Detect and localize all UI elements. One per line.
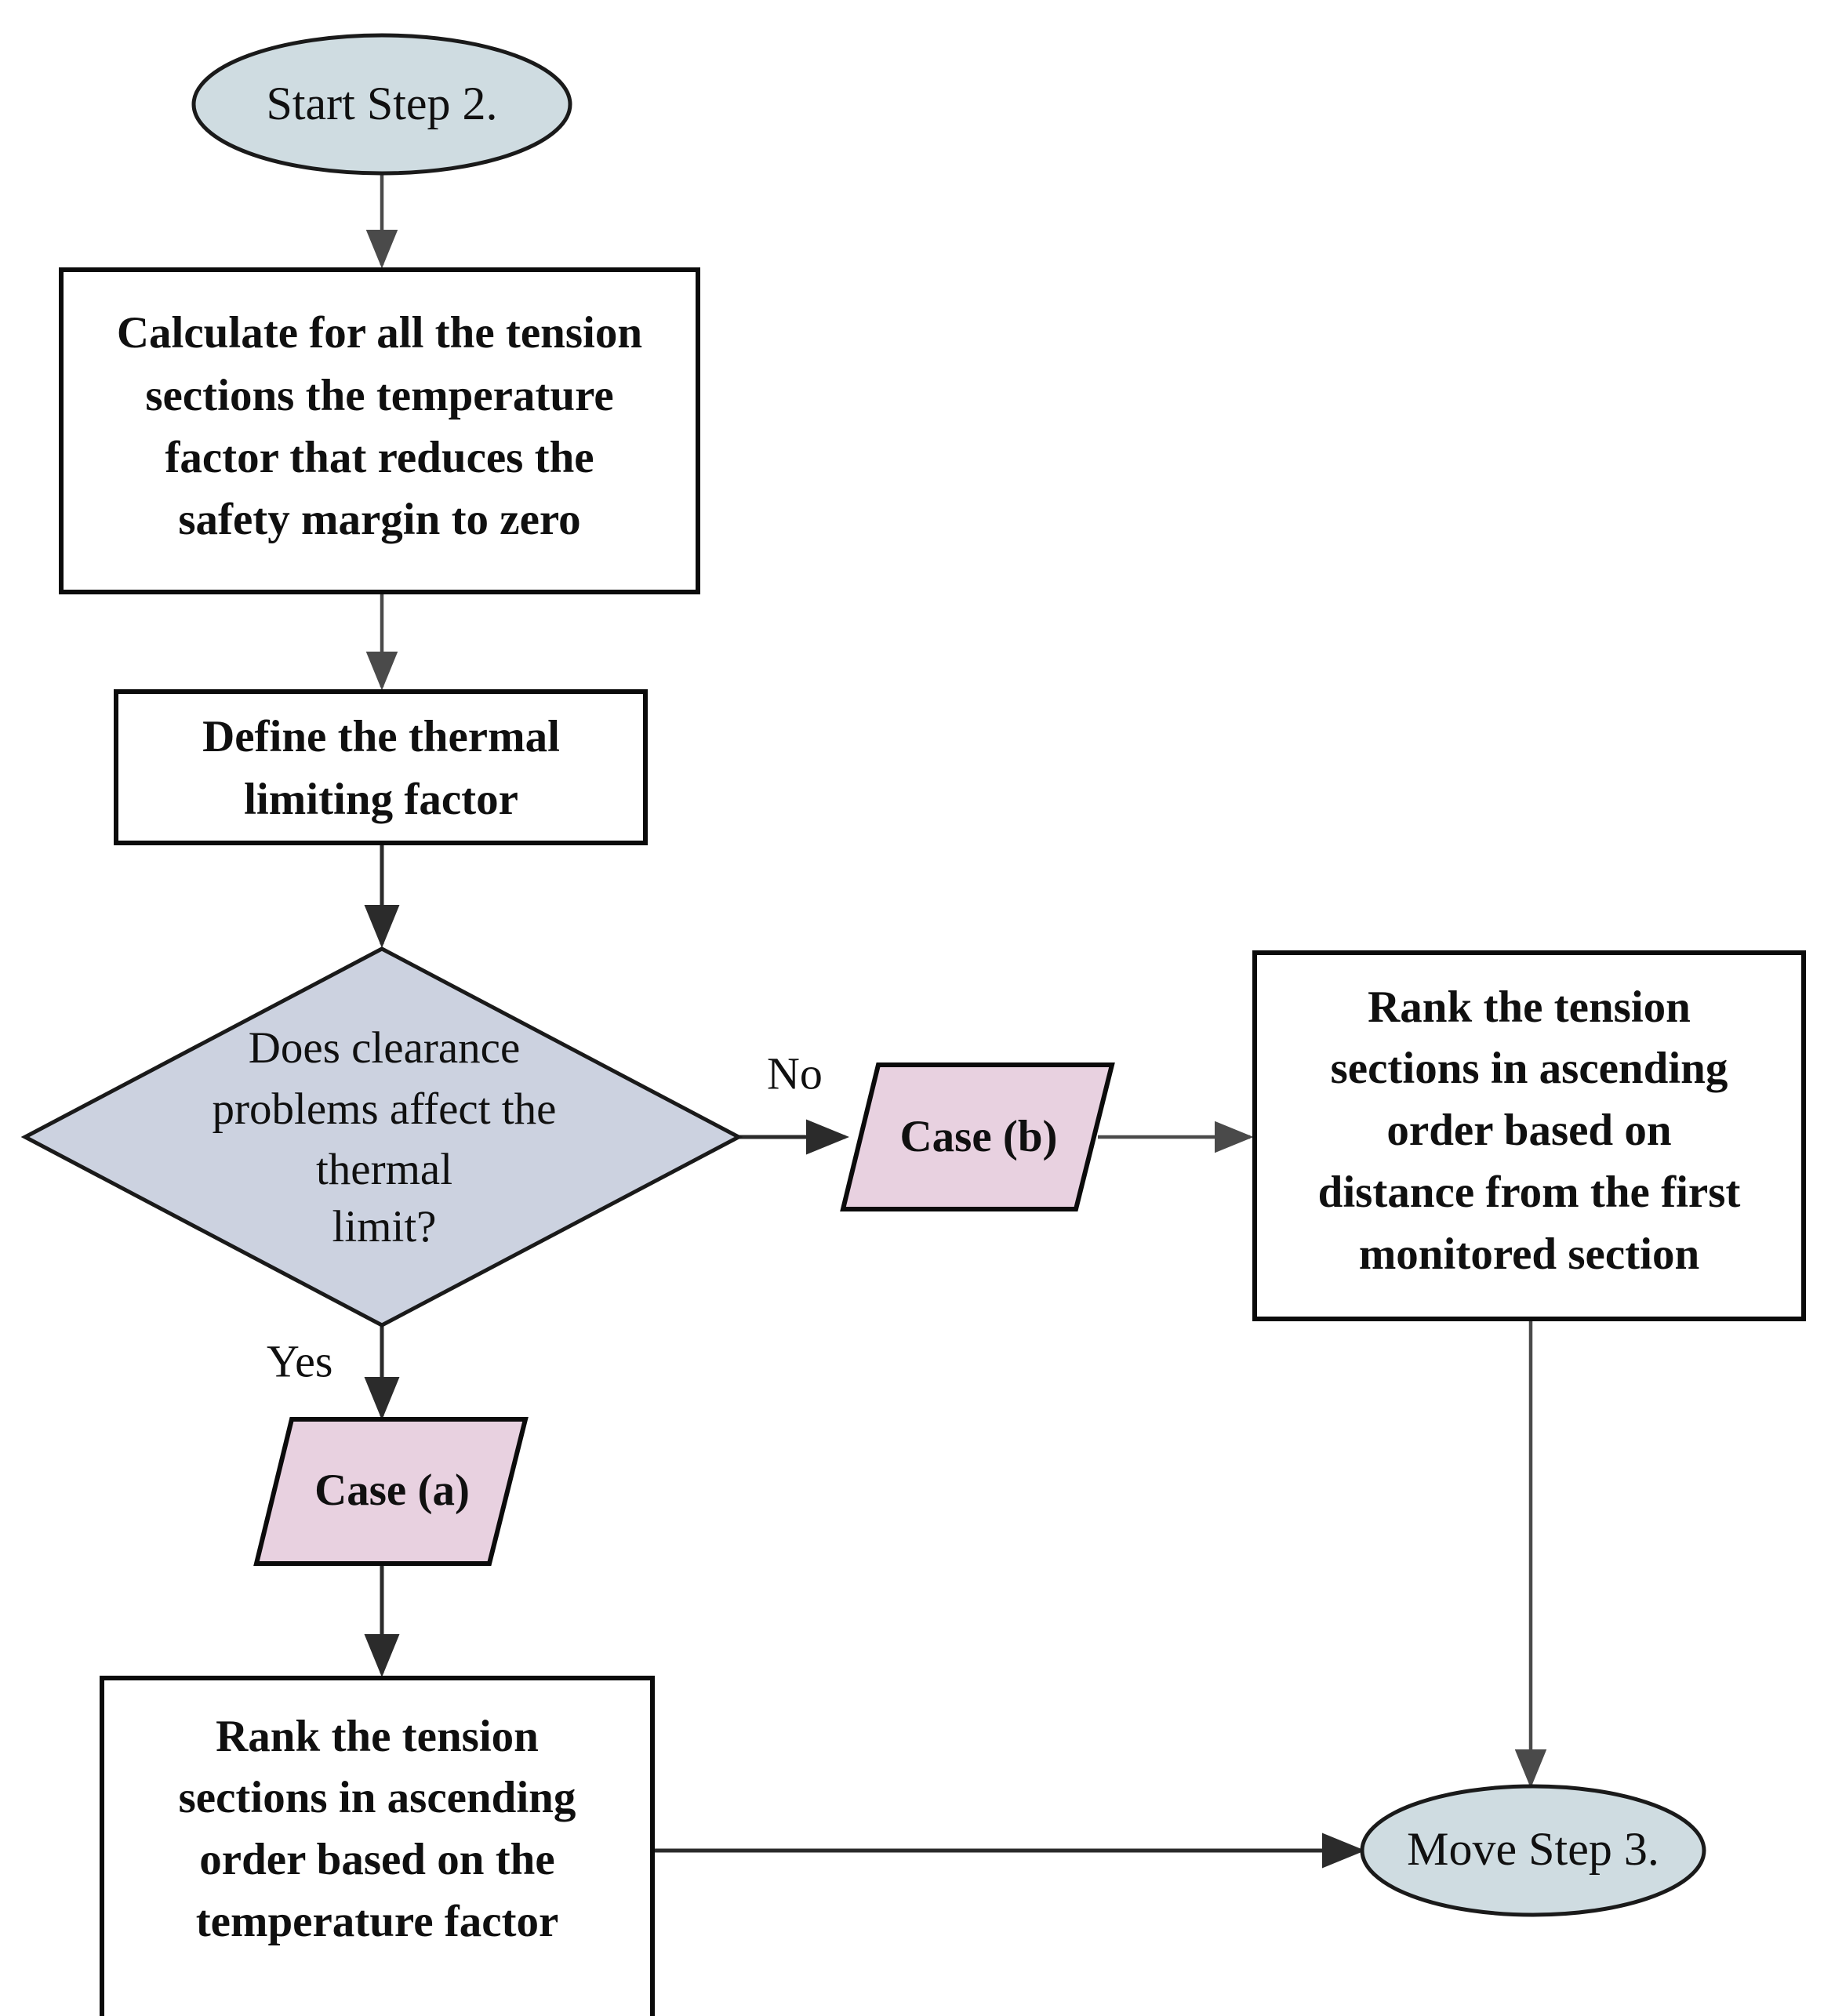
start-label: Start Step 2. <box>267 78 498 129</box>
calculate-line-3: factor that reduces the <box>165 433 594 482</box>
edge-label-yes: Yes <box>267 1335 332 1386</box>
define-line-1: Define the thermal <box>202 712 560 761</box>
rank-distance-line-2: sections in ascending <box>1331 1044 1728 1093</box>
node-define[interactable]: Define the thermal limiting factor <box>114 689 648 845</box>
node-case-a[interactable]: Case (a) <box>253 1417 529 1566</box>
define-line-2: limiting factor <box>244 775 518 824</box>
rank-temperature-line-4: temperature factor <box>196 1897 559 1946</box>
start-ellipse-shape <box>191 33 572 176</box>
node-rank-temperature[interactable]: Rank the tension sections in ascending o… <box>100 1676 655 2016</box>
rank-temperature-box-shape <box>100 1676 655 2016</box>
rank-temperature-line-2: sections in ascending <box>179 1773 576 1822</box>
node-rank-distance[interactable]: Rank the tension sections in ascending o… <box>1252 950 1806 1321</box>
decision-line-4: limit? <box>332 1202 437 1251</box>
rank-distance-line-1: Rank the tension <box>1368 983 1691 1032</box>
node-decision[interactable]: Does clearance problems affect the therm… <box>20 946 743 1328</box>
calculate-line-2: sections the temperature <box>145 371 613 420</box>
define-box-shape <box>114 689 648 845</box>
case-a-parallelogram-shape <box>253 1417 529 1566</box>
node-case-b[interactable]: Case (b) <box>840 1062 1115 1211</box>
rank-temperature-line-1: Rank the tension <box>216 1712 539 1761</box>
decision-diamond-shape <box>20 946 743 1328</box>
node-start[interactable]: Start Step 2. <box>191 33 572 176</box>
edges-layer <box>364 174 1547 1869</box>
node-calculate[interactable]: Calculate for all the tension sections t… <box>59 267 700 594</box>
decision-line-2: problems affect the <box>213 1084 557 1134</box>
case-b-label: Case (b) <box>899 1112 1057 1161</box>
rank-distance-line-3: order based on <box>1386 1106 1671 1155</box>
edge-label-no: No <box>767 1048 823 1099</box>
calculate-line-1: Calculate for all the tension <box>117 308 642 358</box>
rank-distance-line-5: monitored section <box>1359 1230 1699 1279</box>
case-b-parallelogram-shape <box>840 1062 1115 1211</box>
case-a-label: Case (a) <box>314 1466 470 1515</box>
end-ellipse-shape <box>1360 1784 1706 1917</box>
decision-line-1: Does clearance <box>249 1023 521 1073</box>
rank-distance-line-4: distance from the first <box>1318 1168 1741 1217</box>
calculate-line-4: safety margin to zero <box>178 495 580 544</box>
decision-line-3: thermal <box>316 1145 452 1194</box>
rank-temperature-line-3: order based on the <box>199 1835 554 1884</box>
rank-distance-box-shape <box>1252 950 1806 1321</box>
calculate-box-shape <box>59 267 700 594</box>
end-label: Move Step 3. <box>1407 1823 1659 1875</box>
node-end[interactable]: Move Step 3. <box>1360 1784 1706 1917</box>
